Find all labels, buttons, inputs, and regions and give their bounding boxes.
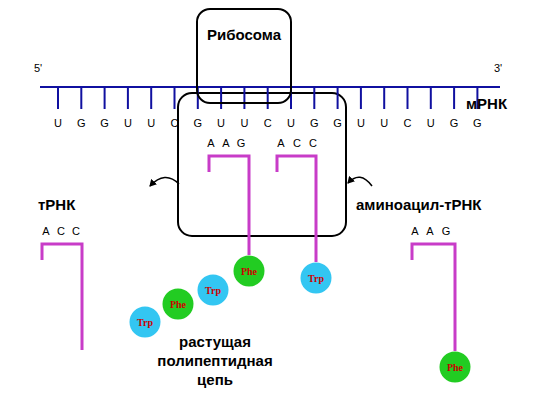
anticodon-letter: A xyxy=(407,225,423,239)
codon-letter: U xyxy=(283,117,299,131)
trna-body xyxy=(412,244,455,351)
codon-letter: U xyxy=(376,117,392,131)
circle-fill xyxy=(130,307,161,338)
nucleotide-tick xyxy=(267,87,269,109)
nucleotide-tick xyxy=(313,87,315,109)
circle-fill xyxy=(440,352,471,383)
circle-fill xyxy=(163,289,194,320)
molecule-label: мРНК xyxy=(466,95,507,114)
chain-caption: растущая полипептидная цепь xyxy=(148,333,282,389)
codon-letter: G xyxy=(446,117,462,131)
trna-body xyxy=(42,244,82,350)
nucleotide-tick xyxy=(174,87,176,109)
ribosome-small-subunit: Рибосома xyxy=(196,8,292,104)
circle-fill xyxy=(301,263,332,294)
codon-letter: G xyxy=(190,117,206,131)
codon-letter: U xyxy=(236,117,252,131)
amino-acid-name: Trp xyxy=(308,273,324,284)
circle-text-holder: Phe xyxy=(439,351,471,383)
anticodon-letter: A xyxy=(273,137,289,151)
nucleotide-tick xyxy=(360,87,362,109)
nucleotide-tick xyxy=(150,87,152,109)
nucleotide-tick xyxy=(127,87,129,109)
amino-acid-name: Trp xyxy=(205,285,221,296)
strand-end-label: 3' xyxy=(494,62,502,76)
codon-letter: U xyxy=(213,117,229,131)
codon-letter: C xyxy=(167,117,183,131)
circle-text-holder: Phe xyxy=(233,255,265,287)
amino-acid-circle: Trp xyxy=(197,274,229,306)
amino-acid-circle: Trp xyxy=(129,306,161,338)
codon-letter: U xyxy=(143,117,159,131)
nucleotide-tick xyxy=(104,87,106,109)
codon-letter: G xyxy=(73,117,89,131)
trna-body xyxy=(209,156,249,255)
codon-letter: U xyxy=(353,117,369,131)
anticodon-letter: A xyxy=(422,225,438,239)
exit-arrow xyxy=(150,177,179,186)
codon-letter: G xyxy=(97,117,113,131)
anticodon-letter: C xyxy=(289,137,305,151)
codon-letter: C xyxy=(260,117,276,131)
anticodon-letter: A xyxy=(218,137,234,151)
circle-text-holder: Trp xyxy=(197,274,229,306)
ribosome-large-subunit xyxy=(178,93,346,236)
amino-acid-name: Trp xyxy=(137,317,153,328)
amino-acid-circle: Phe xyxy=(439,351,471,383)
strand-end-label: 5' xyxy=(34,62,42,76)
nucleotide-tick xyxy=(220,87,222,109)
codon-letter: U xyxy=(50,117,66,131)
codon-letter: G xyxy=(469,117,485,131)
nucleotide-tick xyxy=(57,87,59,109)
amino-acid-circle: Trp xyxy=(300,262,332,294)
anticodon-letter: G xyxy=(233,137,249,151)
trna-body xyxy=(277,156,316,262)
circle-fill xyxy=(198,275,229,306)
nucleotide-tick xyxy=(80,87,82,109)
nucleotide-tick xyxy=(407,87,409,109)
nucleotide-tick xyxy=(383,87,385,109)
amino-acid-circle: Phe xyxy=(162,288,194,320)
ribosome-label: Рибосома xyxy=(198,26,290,43)
molecule-label: аминоацил-тРНК xyxy=(356,196,482,215)
nucleotide-tick xyxy=(337,87,339,109)
anticodon-letter: C xyxy=(68,225,84,239)
anticodon-letter: C xyxy=(53,225,69,239)
anticodon-letter: G xyxy=(438,225,454,239)
codon-letter: U xyxy=(423,117,439,131)
circle-text-holder: Phe xyxy=(162,288,194,320)
amino-acid-name: Phe xyxy=(241,266,257,277)
nucleotide-tick xyxy=(430,87,432,109)
nucleotide-tick xyxy=(453,87,455,109)
circle-text-holder: Trp xyxy=(300,262,332,294)
amino-acid-circle: Phe xyxy=(233,255,265,287)
codon-letter: G xyxy=(306,117,322,131)
anticodon-letter: C xyxy=(305,137,321,151)
circle-fill xyxy=(234,256,265,287)
nucleotide-tick xyxy=(243,87,245,109)
entry-arrow xyxy=(348,177,372,186)
anticodon-letter: A xyxy=(38,225,54,239)
amino-acid-name: Phe xyxy=(170,299,186,310)
codon-letter: G xyxy=(330,117,346,131)
molecule-label: тРНК xyxy=(38,196,75,215)
circle-text-holder: Trp xyxy=(129,306,161,338)
amino-acid-name: Phe xyxy=(447,362,463,373)
anticodon-letter: A xyxy=(203,137,219,151)
codon-letter: C xyxy=(400,117,416,131)
codon-letter: U xyxy=(120,117,136,131)
